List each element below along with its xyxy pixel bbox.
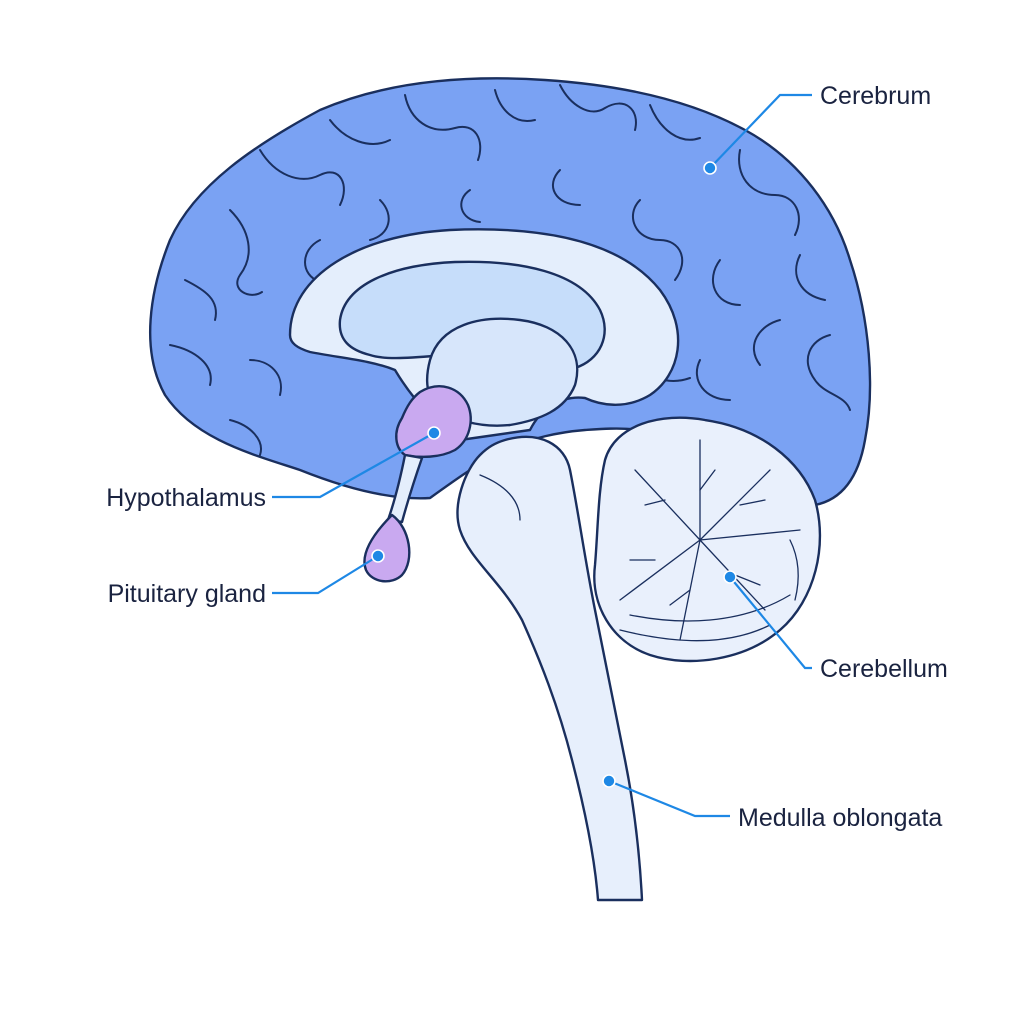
hypothalamus-dot xyxy=(427,426,441,440)
pituitary-label: Pituitary gland xyxy=(108,580,266,608)
medulla-leader xyxy=(608,779,730,818)
pituitary-dot xyxy=(371,549,385,563)
hypothalamus-label: Hypothalamus xyxy=(106,484,266,512)
pituitary-stalk xyxy=(386,453,424,524)
cerebrum-leader xyxy=(709,93,812,169)
brainstem-shape xyxy=(456,435,644,902)
cerebrum-label: Cerebrum xyxy=(820,82,931,110)
medulla-label: Medulla oblongata xyxy=(738,804,942,832)
medulla-dot xyxy=(602,774,616,788)
hypothalamus-leader xyxy=(272,432,435,499)
pons-contour xyxy=(479,474,521,521)
hypothalamus-shape xyxy=(395,385,472,459)
cerebrum-dot xyxy=(703,161,717,175)
cerebellum-leader xyxy=(729,576,812,670)
cerebellum-folia xyxy=(619,439,801,642)
cerebrum-folds xyxy=(169,84,851,456)
pituitary-gland-shape xyxy=(363,513,411,583)
pituitary-leader xyxy=(272,555,379,595)
cerebellum-dot xyxy=(723,570,737,584)
cerebellum-label: Cerebellum xyxy=(820,655,948,683)
